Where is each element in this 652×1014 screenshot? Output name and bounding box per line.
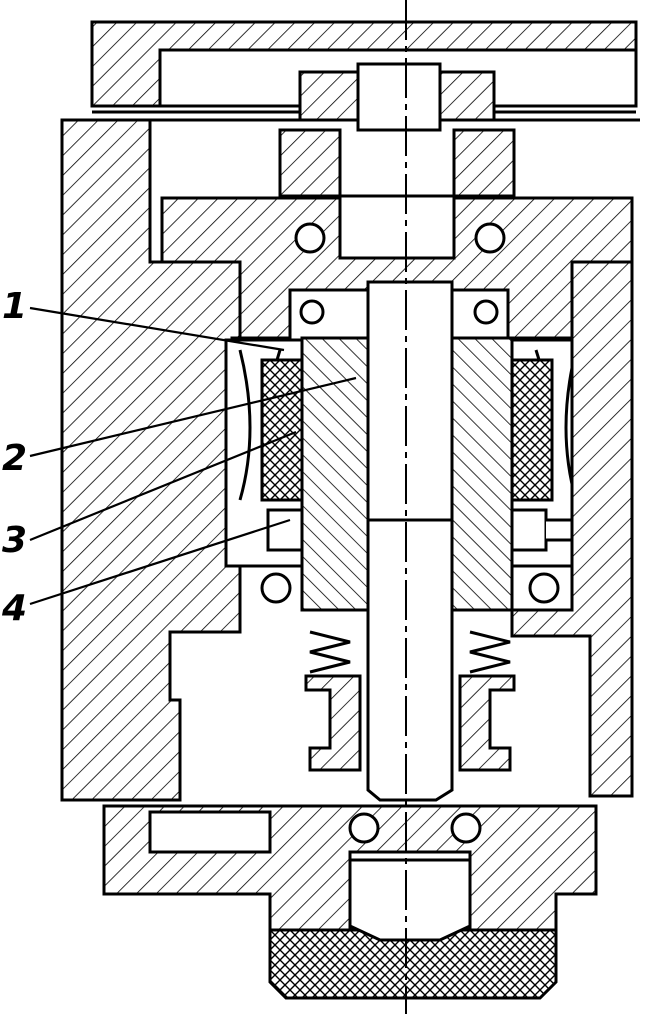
callout-label-1: 1 xyxy=(2,286,27,327)
top-flange-right xyxy=(438,70,496,122)
spindle-shaft xyxy=(366,280,454,802)
drawing-body xyxy=(60,20,640,1000)
callout-label-3: 3 xyxy=(2,520,27,561)
gear-hub-right xyxy=(452,128,516,198)
sleeve-left xyxy=(300,336,370,612)
bearing-ball xyxy=(294,222,326,254)
spring-right xyxy=(469,630,511,674)
callout-label-4: 4 xyxy=(1,588,27,629)
leader-line-1 xyxy=(29,306,285,352)
shaft-nut xyxy=(356,62,442,132)
knurled-knob xyxy=(268,928,558,1000)
leader-line-2 xyxy=(29,376,357,458)
callout-label-2: 2 xyxy=(2,438,27,479)
lower-flange xyxy=(304,674,362,772)
gear-hub-left xyxy=(278,128,342,198)
spring-left xyxy=(309,630,351,674)
locking-pin xyxy=(266,508,304,552)
sleeve-right xyxy=(450,336,514,612)
leader-line-3 xyxy=(29,430,297,542)
housing-right-wall xyxy=(510,260,634,798)
top-flange xyxy=(298,70,360,122)
leader-line-4 xyxy=(29,518,291,606)
leader-lines xyxy=(29,306,357,606)
